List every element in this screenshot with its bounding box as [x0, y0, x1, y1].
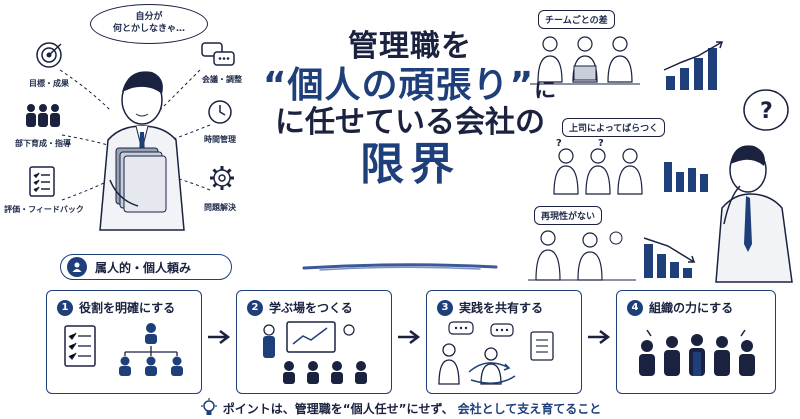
brush-stroke — [302, 263, 498, 271]
footer-note: ポイントは、管理職を“個人任せ”にせず、会社として支え育てること — [150, 398, 650, 418]
share-icon — [438, 321, 554, 385]
arrow-right-icon — [398, 330, 421, 344]
speech-line-1: 自分が — [135, 12, 163, 23]
role-label-problem: 問題解決 — [204, 203, 236, 212]
step-number: 4 — [627, 299, 643, 316]
headline-quoted: “個人の頑張り” — [262, 64, 535, 106]
step-2: 2 学ぶ場をつくる — [236, 290, 392, 394]
footer-highlight: 会社として支え育てること — [457, 401, 602, 416]
role-label-meetings: 会議・調整 — [202, 75, 242, 84]
step-number: 3 — [437, 299, 453, 316]
panel-label-team-gap: チームごとの差 — [538, 10, 615, 29]
lightbulb-icon — [200, 398, 217, 415]
step-number: 2 — [247, 299, 263, 316]
headline-line-4: 限界 — [360, 139, 460, 191]
role-label-mentoring: 部下育成・指導 — [15, 139, 71, 148]
chat-icon — [201, 42, 235, 66]
clock-icon — [208, 100, 232, 124]
svg-text:?: ? — [598, 138, 604, 149]
bar-chart-down-icon — [643, 237, 696, 278]
checklist-icon — [29, 166, 55, 197]
inconsistency-illustration: ?? — [553, 138, 643, 195]
headline-line-1: 管理職を — [348, 29, 472, 64]
bar-chart-up-icon — [663, 41, 724, 90]
target-icon — [36, 42, 62, 68]
step-1: 1 役割を明確にする — [46, 290, 202, 394]
svg-text:?: ? — [556, 138, 562, 149]
step-label: 組織の力にする — [649, 301, 734, 315]
team-gap-illustration — [530, 36, 640, 85]
gear-icon — [210, 166, 234, 190]
role-label-goals: 目標・成果 — [29, 79, 69, 88]
training-icon — [263, 321, 367, 384]
arrow-right-icon — [588, 330, 611, 344]
panel-label-inconsistency: 上司によってばらつく — [562, 118, 666, 137]
org-chart-icon — [64, 323, 183, 376]
headline-line-3: に任せている会社の — [275, 104, 545, 140]
svg-text:?: ? — [760, 99, 773, 124]
step-number: 1 — [57, 299, 73, 316]
not-reproducible-illustration — [528, 230, 636, 281]
step-3: 3 実践を共有する — [426, 290, 582, 394]
manager-illustration — [59, 69, 211, 231]
dependency-badge: 属人的・個人頼み — [60, 254, 232, 280]
panel-label-not-reproducible: 再現性がない — [534, 206, 603, 225]
headline-line-2: “個人の頑張り”に — [260, 65, 560, 106]
speech-bubble: 自分が 何とかしなきゃ… — [90, 4, 208, 44]
team-icon — [26, 104, 60, 127]
speech-line-2: 何とかしなきゃ… — [112, 24, 185, 34]
step-label: 役割を明確にする — [79, 301, 176, 315]
bar-chart-flat-icon — [664, 162, 708, 192]
role-label-feedback: 評価・フィードバック — [4, 205, 84, 214]
footer-text: ポイントは、管理職を“個人任せ”にせず、 — [222, 401, 454, 416]
step-label: 実践を共有する — [459, 301, 544, 315]
thinking-person-illustration: ? — [715, 89, 793, 283]
badge-label: 属人的・個人頼み — [95, 260, 192, 275]
step-label: 学ぶ場をつくる — [269, 301, 353, 315]
role-label-time: 時間管理 — [204, 135, 236, 144]
person-icon — [67, 257, 87, 277]
arrow-right-icon — [208, 330, 231, 344]
group-icon — [639, 329, 755, 376]
headline: 管理職を “個人の頑張り”に に任せている会社の 限界 — [260, 29, 560, 191]
step-4: 4 組織の力にする — [616, 290, 776, 394]
